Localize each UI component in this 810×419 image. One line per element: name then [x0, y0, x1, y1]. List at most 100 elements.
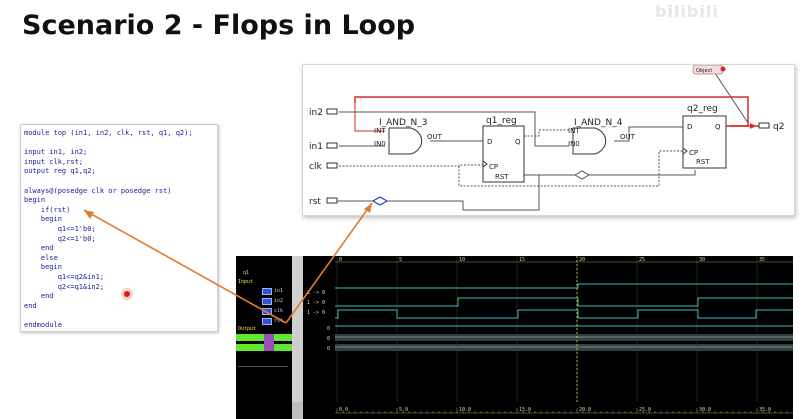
pointer-dot — [124, 291, 130, 297]
time-tick-bottom: 25.0 — [639, 407, 651, 413]
rst-junction-marker — [573, 170, 591, 180]
register-q2-name: q2_reg — [687, 104, 718, 114]
slide-title: Scenario 2 - Flops in Loop — [22, 10, 416, 41]
and-gate-2-in0: IN0 — [568, 140, 580, 148]
time-tick-top: 5 — [399, 257, 402, 263]
signal-rst[interactable]: rst — [274, 318, 284, 324]
register-q1-d: D — [487, 138, 492, 146]
and-gate-2-name: I_AND_N_4 — [574, 118, 623, 128]
and-gate-1-name: I_AND_N_3 — [379, 118, 427, 128]
signal-rst-icon — [262, 318, 272, 325]
time-tick-top: 0 — [339, 257, 342, 263]
arrow-waveform-to-schematic — [285, 202, 373, 324]
and-gate-1-out: OUT — [427, 133, 443, 141]
register-q2-rst: RST — [696, 158, 710, 166]
signal-group-top: q1 — [243, 270, 250, 276]
arrow-head-schematic — [364, 203, 372, 213]
signal-clk[interactable]: clk — [274, 308, 284, 314]
signal-in2-icon — [262, 298, 272, 305]
register-q1-q: Q — [515, 138, 521, 146]
trace-clk — [335, 309, 793, 319]
port-in2-marker — [326, 108, 338, 115]
wire-clk-reg2 — [458, 150, 683, 187]
signal-pane-divider — [238, 366, 288, 367]
port-in1-marker — [326, 142, 338, 149]
code-line: begin — [24, 215, 62, 224]
register-q2 — [682, 115, 727, 169]
wire-in2 — [339, 111, 569, 147]
value-in1: 1 -> 0 — [307, 290, 326, 296]
q2-arrowhead — [750, 123, 756, 129]
register-q2-cp: CP — [689, 149, 698, 157]
schematic-panel: in2 in1 clk rst q2 I_AND_N_3 INT IN0 OUT… — [302, 64, 795, 216]
signal-in2[interactable]: in2 — [274, 298, 284, 304]
time-tick-bottom: 10.0 — [459, 407, 471, 413]
and-gate-1 — [388, 127, 423, 155]
and-gate-1-int: INT — [374, 127, 386, 135]
code-line: module top (in1, in2, clk, rst, q1, q2); — [24, 129, 193, 137]
code-line: begin — [24, 263, 62, 272]
port-clk-marker — [326, 162, 338, 169]
code-line: endmodule — [24, 321, 62, 329]
code-panel: module top (in1, in2, clk, rst, q1, q2);… — [20, 124, 218, 332]
and-gate-2 — [572, 127, 607, 155]
wire-rst-reg2 — [539, 170, 696, 176]
signal-in1[interactable]: in1 — [274, 288, 284, 294]
wire-rst-reg1 — [399, 174, 540, 211]
wire-and4-to-reg2 — [614, 126, 683, 142]
port-in1-label: in1 — [309, 142, 323, 152]
register-q1 — [482, 125, 525, 183]
time-tick-bottom: 0.0 — [339, 407, 348, 413]
and-gate-2-out: OUT — [620, 133, 636, 141]
arrow-code-to-waveform — [83, 209, 287, 324]
signal-group-input: Input — [238, 279, 254, 285]
code-line: q2<=q1&in2; — [24, 282, 105, 291]
code-line: end — [24, 244, 54, 253]
trace-in1 — [335, 283, 793, 289]
code-line: end — [24, 301, 37, 310]
code-line: else — [24, 253, 58, 262]
code-line: if(rst) — [24, 205, 71, 214]
value-rst: 0 — [327, 326, 331, 332]
code-line: always@(posedge clk or posedge rst) — [24, 186, 172, 195]
feedback-loop-into-and3 — [354, 103, 385, 132]
register-q2-q: Q — [715, 123, 721, 131]
wire-clk-reg1 — [339, 164, 483, 167]
time-tick-top: 10 — [459, 257, 465, 263]
wire-q1-to-and4 — [524, 129, 569, 137]
time-tick-top: 35 — [759, 257, 765, 263]
object-tag-label: Object — [696, 68, 712, 74]
time-tick-bottom: 5.0 — [399, 407, 408, 413]
schematic-diagram: in2 in1 clk rst q2 I_AND_N_3 INT IN0 OUT… — [309, 65, 784, 211]
value-pane: 1 -> 0 1 -> 0 1 -> 0 0 0 0 — [303, 256, 335, 419]
port-clk-label: clk — [309, 162, 322, 172]
trace-in2 — [335, 297, 793, 307]
code-line: input clk,rst; — [24, 157, 84, 166]
and-gate-1-in0: IN0 — [374, 140, 386, 148]
time-tick-top: 20 — [579, 257, 585, 263]
port-in2-label: in2 — [309, 108, 323, 118]
time-tick-bottom: 15.0 — [519, 407, 531, 413]
code-line: output reg q1,q2; — [24, 167, 96, 176]
code-line: q1<=1'b0; — [24, 225, 96, 233]
value-q1: 0 — [327, 336, 331, 342]
object-tag-dot — [720, 66, 726, 72]
code-line: input in1, in2; — [24, 148, 88, 157]
code-line: begin — [24, 196, 46, 205]
arrow-head-code — [84, 210, 94, 219]
time-tick-bottom: 30.0 — [699, 407, 711, 413]
output-bus-icon — [264, 334, 274, 351]
register-q1-name: q1_reg — [486, 116, 517, 126]
register-q1-rst: RST — [495, 173, 509, 181]
time-tick-top: 25 — [639, 257, 645, 263]
watermark-logo: bilibili — [655, 2, 719, 21]
and-gate-2-int: INT — [568, 127, 580, 135]
code-line: end — [24, 292, 54, 301]
register-q1-cp: CP — [489, 163, 498, 171]
waveform-splitter[interactable] — [292, 256, 303, 419]
value-clk: 1 -> 0 — [307, 310, 326, 316]
port-rst-label: rst — [309, 197, 321, 207]
code-line: q2<=1'b0; — [24, 234, 96, 243]
